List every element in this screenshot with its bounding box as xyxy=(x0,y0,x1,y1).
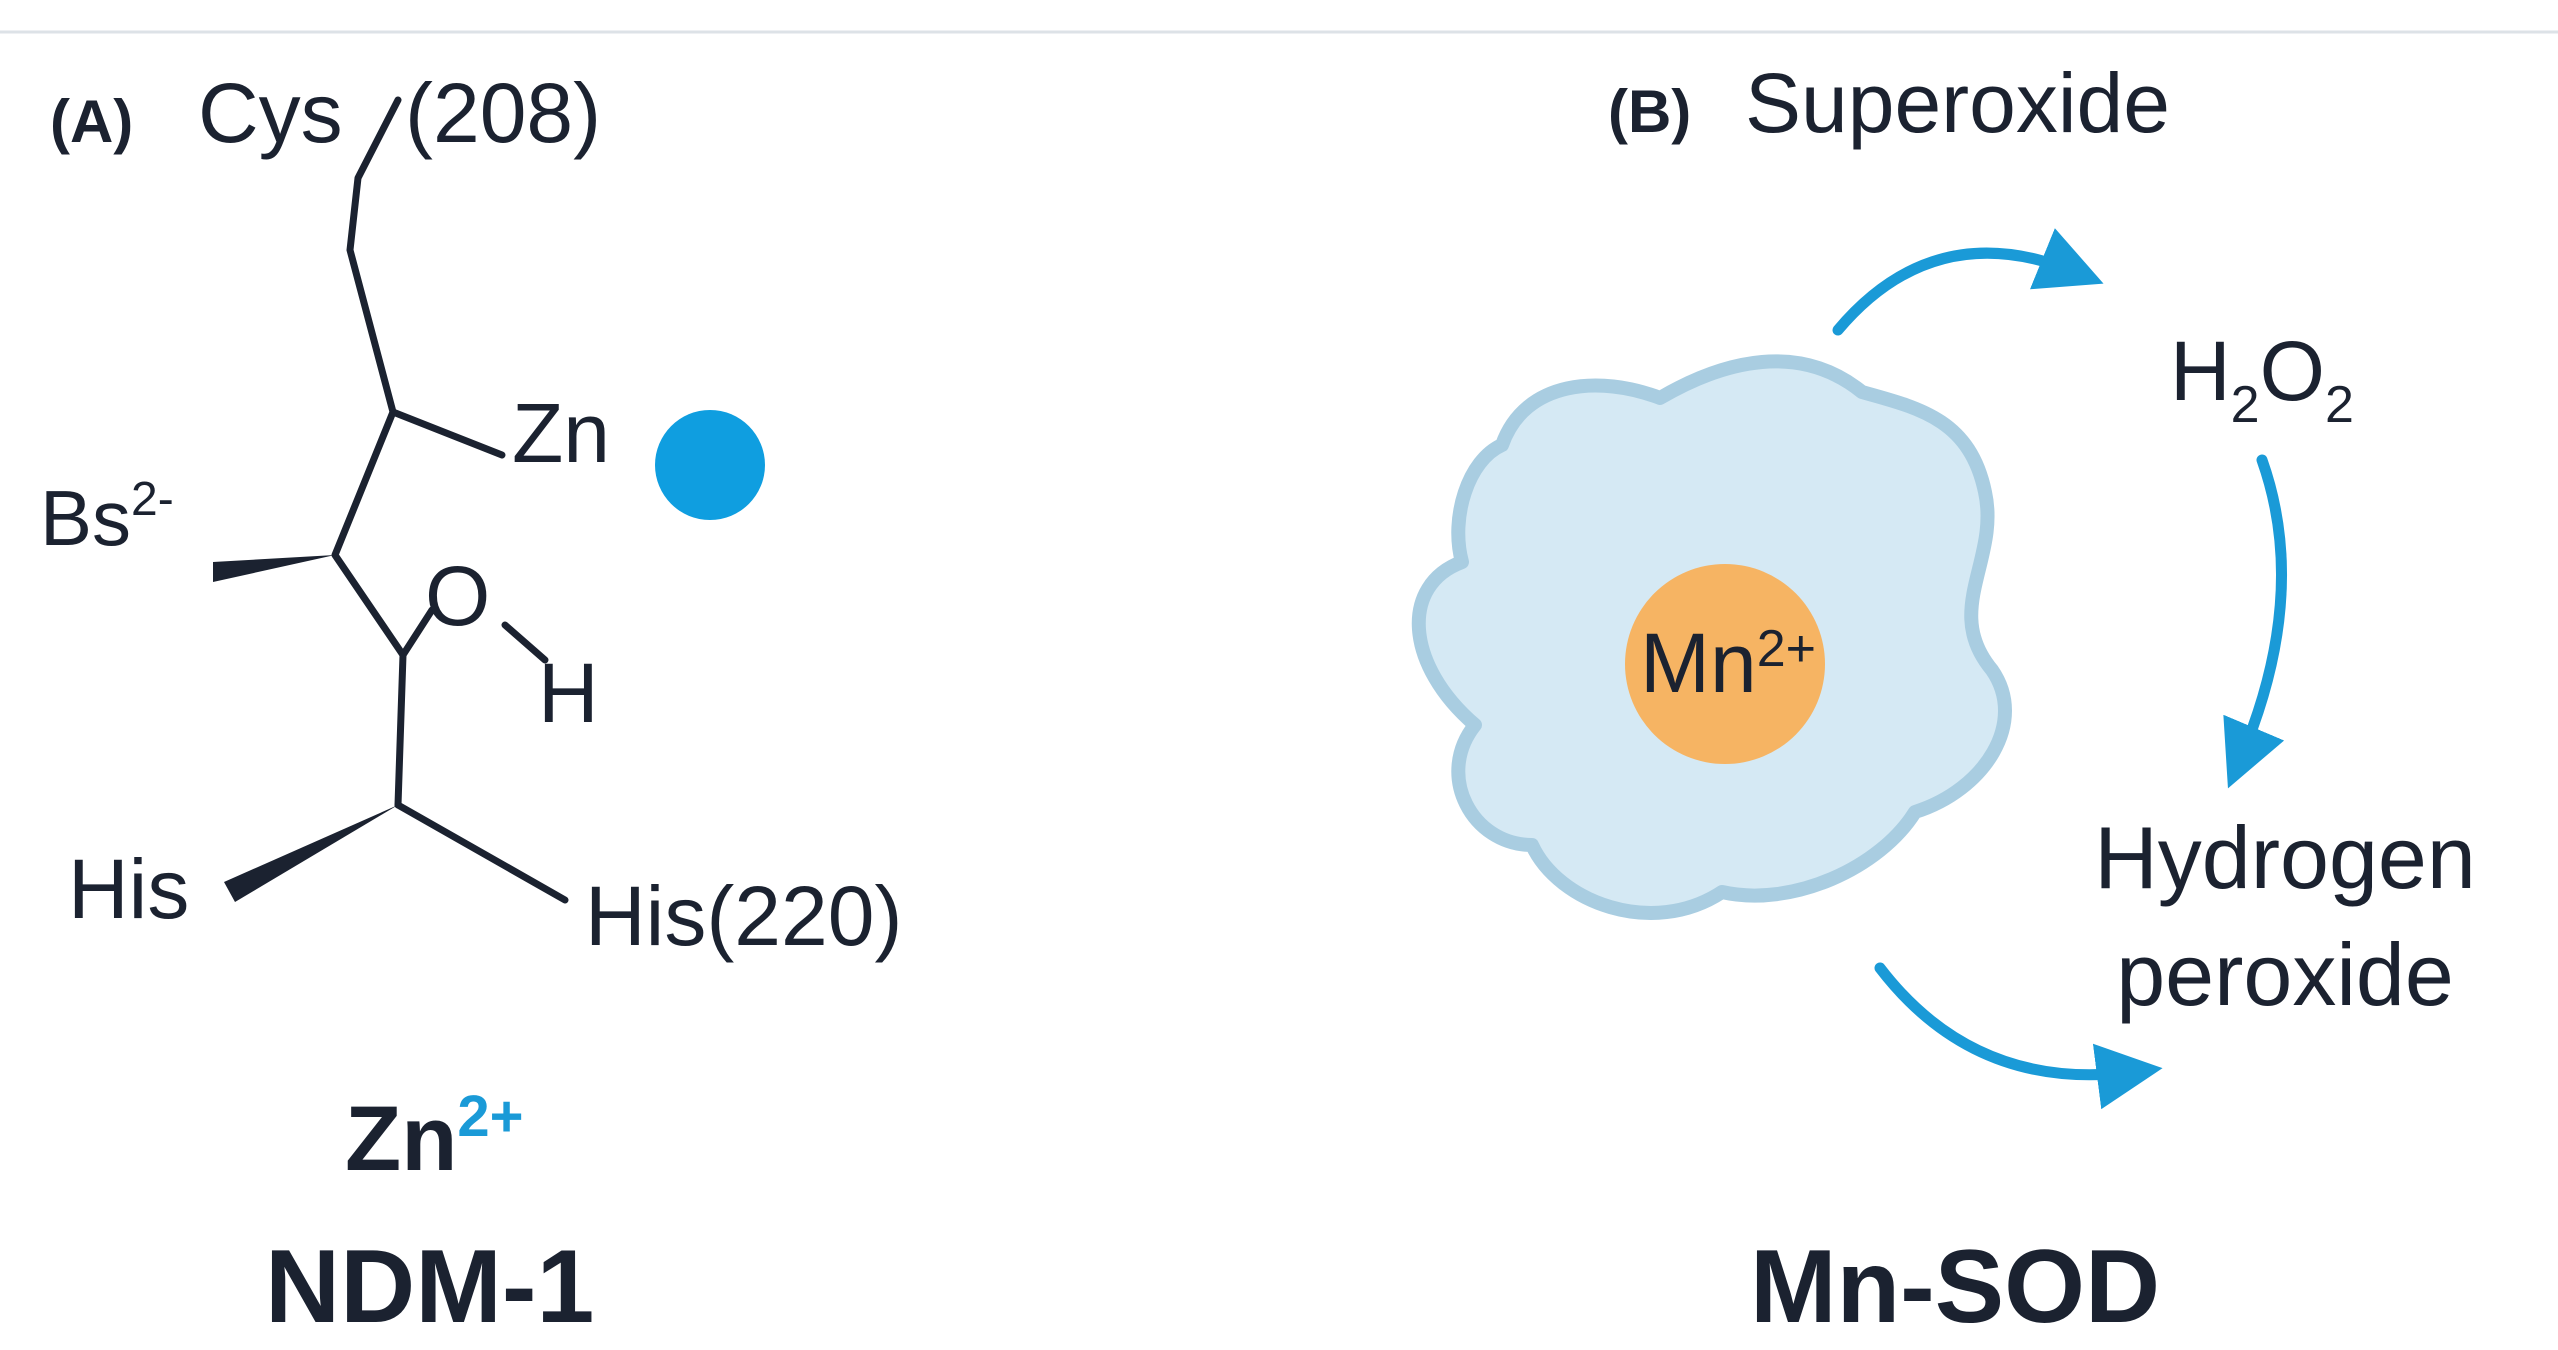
zinc-ion-dot xyxy=(655,410,765,520)
panel-b-label: (B) xyxy=(1608,78,1691,145)
oh-bond xyxy=(399,606,436,659)
hydrogen-label: H xyxy=(538,646,599,740)
molecule-skeleton xyxy=(331,96,569,904)
cys-label: Cys xyxy=(198,66,343,160)
bs-charge: 2- xyxy=(131,473,174,526)
bs-wedge-bond xyxy=(213,555,335,582)
panel-a: (A) Cys (208) Zn Bs2- O H His His(220) Z… xyxy=(40,66,902,1345)
reaction-arrows xyxy=(1832,228,2287,1110)
ndm1-name: NDM-1 xyxy=(265,1229,594,1345)
panel-a-label: (A) xyxy=(50,88,133,155)
mn-ion-label: Mn2+ xyxy=(1640,616,1816,710)
his-left-label: His xyxy=(68,842,189,936)
panel-b: (B) Superoxide Mn2+ H2O2 Hydrogen peroxi… xyxy=(1411,56,2476,1345)
bs-label: Bs2- xyxy=(40,473,174,562)
oh-h-bond xyxy=(501,621,549,664)
h2o2-subscript-1: 2 xyxy=(2231,376,2260,434)
his-left-wedge-bond xyxy=(224,805,398,902)
cys-number: (208) xyxy=(405,66,601,160)
his-right-bond xyxy=(394,801,569,904)
zn-label: Zn xyxy=(512,386,610,480)
zn-bond xyxy=(389,408,506,459)
arrow-to-h2o2 xyxy=(1832,228,2104,336)
superoxide-label: Superoxide xyxy=(1745,56,2170,150)
mn-ion-circle xyxy=(1625,564,1825,764)
product-line-2: peroxide xyxy=(2116,925,2454,1024)
arrow-out-bottom xyxy=(1874,962,2163,1110)
zn-ion-charge: 2+ xyxy=(457,1084,523,1149)
oxygen-label: O xyxy=(425,549,490,643)
his-right-label: His(220) xyxy=(585,869,902,963)
zn-ion-label: Zn2+ xyxy=(345,1084,524,1190)
backbone-bond xyxy=(331,96,407,809)
mnsod-name: Mn-SOD xyxy=(1750,1229,2160,1345)
mn-ion-charge: 2+ xyxy=(1757,620,1816,678)
arrow-h2o2-to-product xyxy=(2223,454,2287,789)
product-line-1: Hydrogen xyxy=(2094,808,2476,907)
h2o2-subscript-2: 2 xyxy=(2325,376,2354,434)
h2o2-label: H2O2 xyxy=(2170,324,2354,434)
